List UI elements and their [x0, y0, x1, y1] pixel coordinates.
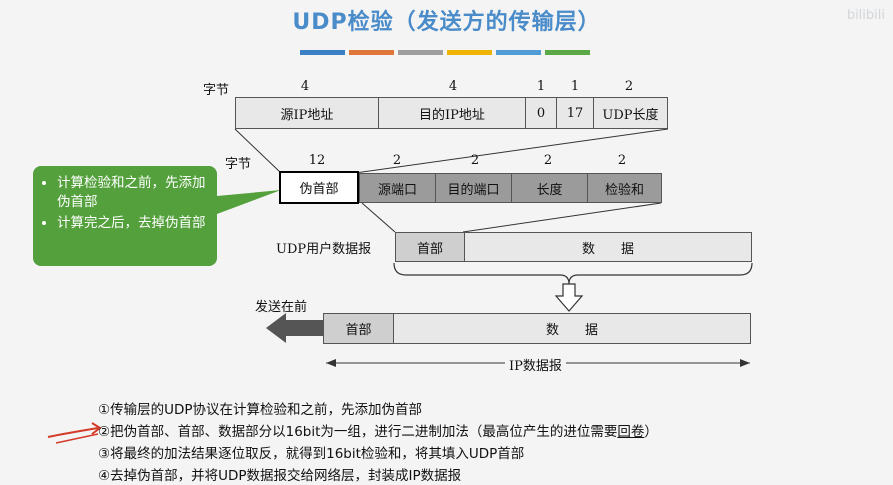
pseudo-field-zero: 0 [525, 97, 557, 129]
udp-field-pseudo-header: 伪首部 [279, 171, 359, 204]
stripe-yellow [447, 50, 492, 55]
udp-field-dst-port: 目的端口 [435, 173, 512, 203]
note-1: ①传输层的UDP协议在计算检验和之前，先添加伪首部 [98, 402, 423, 418]
udp-datagram-data: 数 据 [464, 232, 752, 262]
callout-box: 计算检验和之前，先添加伪首部 计算完之后，去掉伪首部 [33, 166, 217, 266]
ip-datagram-data: 数 据 [393, 313, 751, 344]
udp-field-checksum: 检验和 [587, 173, 662, 203]
udp-size-1: 12 [308, 153, 326, 168]
note-3: ③将最终的加法结果逐位取反，就得到16bit检验和，将其填入UDP首部 [98, 446, 525, 462]
pseudo-field-udp-length: UDP长度 [593, 97, 668, 129]
send-first-label: 发送在前 [255, 300, 308, 315]
stripe-lightblue [496, 50, 541, 55]
pseudo-size-1: 4 [300, 79, 310, 94]
udp-size-2: 2 [392, 153, 402, 168]
udp-size-4: 2 [543, 153, 553, 168]
watermark: bilibili [846, 8, 885, 23]
stripe-gray [398, 50, 443, 55]
pseudo-size-3: 1 [536, 79, 546, 94]
udp-bytes-label: 字节 [225, 157, 252, 172]
ip-datagram-span-label: IP数据报 [505, 355, 566, 374]
note-4: ④去掉伪首部，并将UDP数据报交给网络层，封装成IP数据报 [98, 468, 462, 484]
udp-datagram-header: 首部 [395, 232, 465, 262]
callout-item-2: 计算完之后，去掉伪首部 [57, 214, 207, 233]
stripe-orange [349, 50, 394, 55]
ip-datagram-header: 首部 [323, 313, 394, 344]
stripe-blue [300, 50, 345, 55]
pseudo-size-2: 4 [448, 79, 458, 94]
udp-field-src-port: 源端口 [359, 173, 436, 203]
pseudo-size-4: 1 [570, 79, 580, 94]
udp-field-length: 长度 [511, 173, 588, 203]
stripe-green [545, 50, 590, 55]
udp-size-3: 2 [470, 153, 480, 168]
note-2-close: ） [644, 424, 658, 440]
callout-item-1: 计算检验和之前，先添加伪首部 [57, 174, 207, 212]
note-2: ②把伪首部、首部、数据部分以16bit为一组，进行二进制加法（最高位产生的进位需… [98, 420, 658, 440]
pseudo-field-dst-ip: 目的IP地址 [378, 97, 526, 129]
udp-size-5: 2 [617, 153, 627, 168]
udp-datagram-label: UDP用户数据报 [276, 242, 372, 257]
pseudo-size-5: 2 [624, 79, 634, 94]
note-2-text: ②把伪首部、首部、数据部分以16bit为一组，进行二进制加法（最高位产生的进位需… [98, 424, 618, 440]
page-title: UDP检验（发送方的传输层） [292, 10, 601, 35]
pseudo-bytes-label: 字节 [203, 83, 230, 98]
note-2-underlined: 回卷 [617, 424, 645, 440]
